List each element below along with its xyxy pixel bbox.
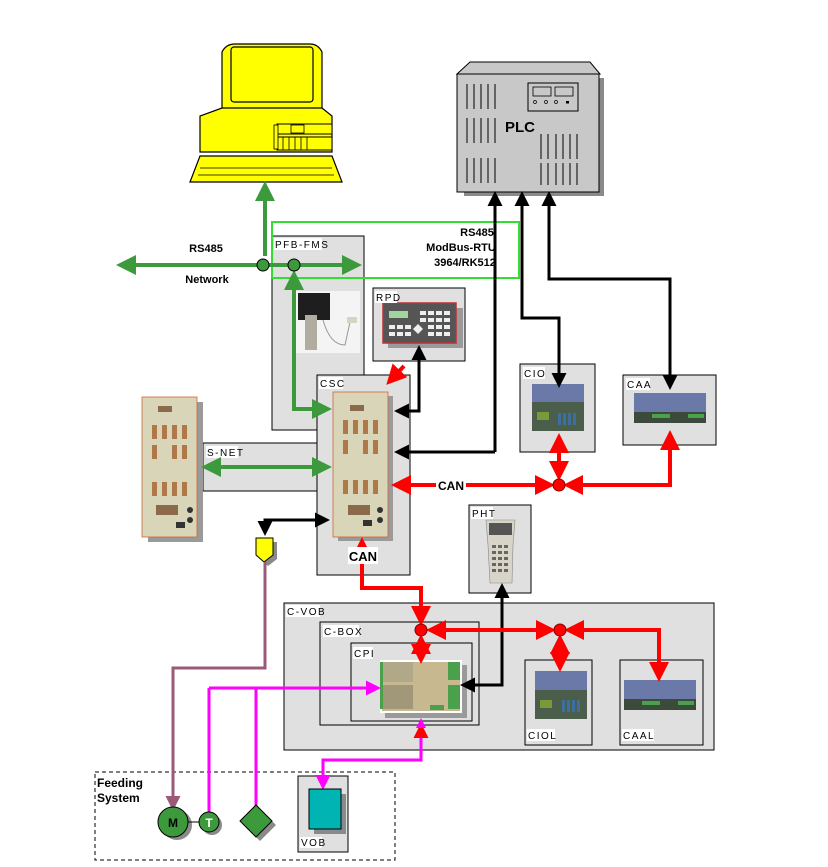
- caa-label: CAA: [627, 380, 652, 391]
- tacho-icon[interactable]: T: [198, 811, 222, 835]
- network-label: Network: [185, 274, 229, 286]
- feeding-label-line1: Feeding: [97, 776, 143, 790]
- feeding-label-line2: System: [97, 791, 140, 805]
- rpd-csc-red-arrow: [386, 363, 408, 385]
- ciol-label: CIOL: [528, 731, 557, 742]
- can-junction-node: [552, 478, 566, 492]
- sensor-diamond-icon[interactable]: [239, 804, 276, 841]
- caa-can-link: [563, 430, 680, 495]
- motor-icon[interactable]: M: [157, 806, 192, 840]
- pfb-csc-link: [284, 270, 332, 419]
- s-net-label: S-NET: [207, 448, 245, 459]
- plc-caa-link: [541, 191, 678, 390]
- csc-can-label: CAN: [349, 549, 377, 564]
- encoder-motor-link: [165, 562, 267, 811]
- motor-label: M: [168, 816, 178, 830]
- pfb-junction-node: [287, 258, 301, 272]
- rpd-label: RPD: [376, 293, 402, 304]
- protocol-line3: 3964/RK512: [434, 257, 496, 269]
- can-bus-label: CAN: [438, 479, 464, 493]
- cpi-board-image: [380, 660, 467, 718]
- caa-module-image: [634, 393, 706, 423]
- s-net-board-image: [141, 396, 203, 542]
- feeding-system-frame: [94, 771, 396, 861]
- csc-board-image: [332, 391, 393, 541]
- vob-label: VOB: [301, 838, 327, 849]
- rpd-csc-link: [394, 345, 427, 419]
- csc-label: CSC: [320, 379, 346, 390]
- plc-links: [257, 191, 678, 693]
- caal-label: CAAL: [623, 731, 655, 742]
- plc-label: PLC: [505, 119, 535, 136]
- c-vob-label: C-VOB: [287, 607, 326, 618]
- plc-cio-link: [514, 191, 567, 388]
- plc-cabinet[interactable]: PLC: [455, 61, 604, 196]
- c-box-label: C-BOX: [324, 627, 363, 638]
- rpd-keypad-image: [382, 302, 463, 348]
- cbox-can-junction-node: [414, 623, 428, 637]
- csc-cbox-can-link: [352, 537, 431, 626]
- pht-label: PHT: [472, 509, 497, 520]
- pfb-fms-label: PFB-FMS: [275, 240, 329, 251]
- ciol-module-image: [535, 671, 587, 719]
- pht-handheld-image: [485, 519, 516, 584]
- network-junction-node: [256, 258, 270, 272]
- protocol-line2: ModBus-RTU: [426, 242, 496, 254]
- cpi-label: CPI: [354, 649, 375, 660]
- cio-label: CIO: [524, 369, 546, 380]
- csc-encoder-link: [257, 512, 330, 536]
- pfb-fms-card-image: [295, 291, 360, 353]
- vob-valve-icon[interactable]: [308, 788, 346, 834]
- protocol-line1: RS485: [460, 227, 494, 239]
- caal-can-link: [564, 620, 669, 682]
- pc-computer-icon[interactable]: [189, 43, 343, 183]
- caal-module-image: [624, 680, 696, 710]
- tacho-label: T: [205, 816, 213, 830]
- rs485-label: RS485: [189, 243, 223, 255]
- cpi-vob-link: [315, 723, 429, 790]
- cio-module-image: [532, 384, 584, 431]
- encoder-icon[interactable]: [255, 537, 277, 566]
- pht-cpi-link: [460, 583, 510, 693]
- cvob-can-junction-node: [553, 623, 567, 637]
